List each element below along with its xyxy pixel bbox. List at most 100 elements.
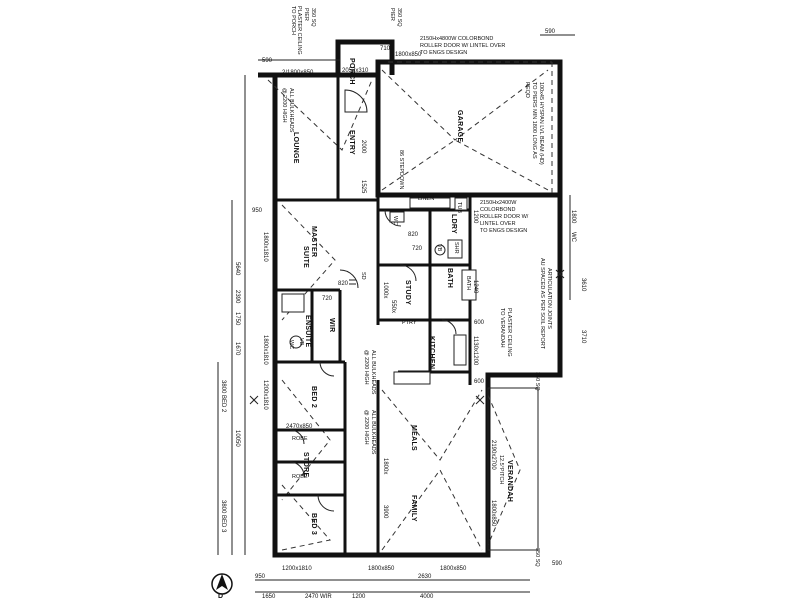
dim-1200x1810-b: 1200x1810 [282,566,312,572]
fixture-label-vb-1: VB [436,244,442,252]
dim-820: 820 [338,281,349,287]
dim-3610: 3610 [580,278,586,292]
fixture-label-wc-2: WC [288,340,294,349]
room-label-garage: GARAGE [456,110,463,143]
dim-3800-bed3: 3800 BED 3 [220,500,226,533]
room-label-verandah: VERANDAH [506,460,513,502]
roof-hip-meals [381,389,483,461]
dim-1800x850-b: 1800x850 [368,566,395,572]
dim-1800x850-c: 1800x850 [440,566,467,572]
roof-hip-bed3 [281,484,331,551]
room-label-ldry: LDRY [450,214,457,234]
note-roller-door-3: TO ENGS DESIGN [420,50,467,56]
note-roller-door-2: ROLLER DOOR W/ LINTEL OVER [420,43,505,49]
dim-3710: 3710 [580,330,586,344]
note-plaster-porch-2: TO PORCH [290,6,296,35]
dim-1200x1810-a: 1200x1810 [262,380,268,410]
room-label-master-1: MASTER [310,226,317,257]
dim-1000x: 1000x [382,282,388,298]
room-label-ptry: PTRY [402,320,417,326]
room-label-robe-lower: ROBE [292,474,308,480]
dim-3800-bed2: 3800 BED 2 [220,380,226,413]
roof-lines [267,69,549,551]
dim-10050: 10050 [234,430,240,447]
note-roller-side-5: TO ENGS DESIGN [480,228,527,234]
linen-shelves [409,197,451,209]
roof-hip-bed2 [281,379,331,501]
dim-350-2: 350 SQ [396,8,402,27]
note-plaster-porch-1: PLASTER CEILING [296,6,302,55]
wc-pan-1 [389,211,405,223]
dim-1670: 1670 [234,342,240,356]
dim-1800x1810: 1800x1810 [262,232,268,262]
note-artic-2: AU SPACED AS PER SOIL REPORT [539,258,545,350]
porch-wall [335,39,395,75]
dim-2470-wir: 2470 WIR [305,594,332,600]
note-roller-side-3: ROLLER DOOR W/ [480,214,529,220]
dim-350-4: 350 SQ [534,548,540,567]
internal-walls [275,75,472,555]
bath-vanity [434,244,446,256]
fixture-label-vb-2: VB [298,338,304,346]
dim-3900: 3900 [382,505,388,519]
dim-350-3: 350 SQ [534,372,540,391]
room-label-bed3: BED 3 [310,513,317,535]
dim-600: 600 [474,379,485,385]
room-label-wir: WIR [328,318,335,333]
note-bulk-hall-1: ALL BULKHEADS [370,350,376,395]
compass-label: D [218,593,223,600]
north-arrow-icon [216,574,228,590]
dim-1800-wc: 1800 [570,210,576,224]
note-roller-door-1: 2150Hx4800W COLORBOND [420,36,493,42]
note-roller-side-4: LINTEL OVER [480,221,516,227]
dim-1200: 1200 [352,594,366,600]
room-label-entry: ENTRY [348,130,355,155]
room-label-bath: BATH [446,268,453,288]
verandah-outline [487,387,539,551]
kitchen-cooktop [453,334,467,366]
shower [447,239,463,259]
dim-720-b: 720 [322,296,333,302]
room-label-lounge: LOUNGE [292,132,299,164]
dim-1650: 1650 [262,594,276,600]
ensuite-shower [281,293,305,313]
note-step-down: 86 STEPDOWN [398,150,404,189]
note-beam-3: REQD [524,82,530,98]
dim-590-tl: 590 [262,58,273,64]
dim-1800x: 1800x [382,458,388,474]
room-label-store: STORE [302,452,309,478]
dim-pier-2: PIER [389,8,395,21]
fixture-label-trough: TUB [456,202,462,213]
kitchen-bench [393,371,431,385]
fixture-label-wc-1: WC [392,216,398,225]
dim-350-1: 350 SQ [310,8,316,27]
note-artic-1: ARTICULATION JOINTS [546,268,552,329]
dim-4000: 4000 [420,594,434,600]
room-label-bed2: BED 2 [310,386,317,408]
dim-600b: 600 [474,320,485,326]
dim-2190x2700: 2190x2700 [490,440,496,470]
bath-tub [461,269,477,301]
room-labels: PORCH GARAGE LOUNGE ENTRY LINEN LDRY MAS… [292,58,513,535]
room-label-porch: PORCH [348,58,355,85]
dim-590-r: 590 [552,561,563,567]
room-label-linen: LINEN [418,196,434,202]
dim-1800x1810-m: 1800x1810 [262,335,268,365]
note-plaster-verandah-1: PLASTER CEILING [506,308,512,357]
dim-1750: 1750 [234,312,240,326]
room-label-master-2: SUITE [302,246,309,268]
dim-2057x310: 2057x310 [342,68,369,74]
door-swings [289,89,457,512]
compass: D [211,573,233,600]
dim-710: 710 [380,46,391,52]
note-roller-side-2: COLORBOND [480,207,515,213]
note-roller-side-1: 2150Hx2400W [480,200,517,206]
dim-950-bl: 950 [255,574,266,580]
note-bulk-bed-2: @ 2200 HIGH [363,410,369,445]
dim-590-tr: 590 [545,29,556,35]
note-bulk-hall-2: @ 2200 HIGH [363,350,369,385]
outer-wall-main [258,72,563,558]
note-sd: SD [360,272,366,280]
notes: PLASTER CEILING TO PORCH 2150Hx4800W COL… [281,6,552,455]
dim-550x: 550x [390,300,396,313]
